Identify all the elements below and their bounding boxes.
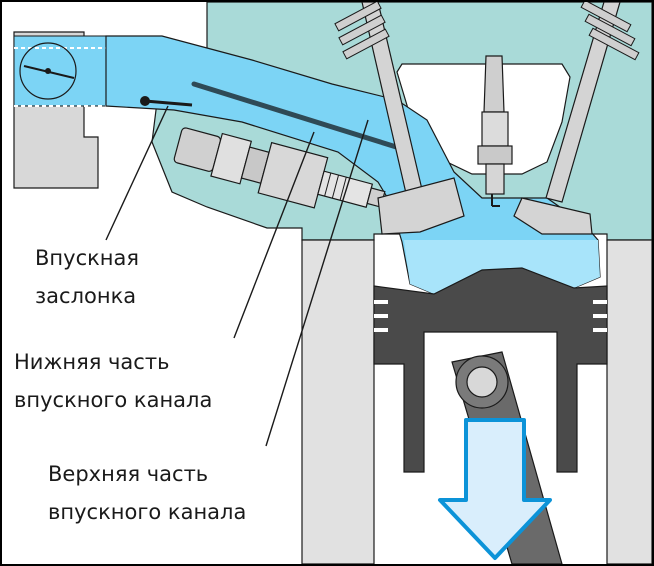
label-lower-port-line2: впускного канала <box>14 388 213 412</box>
leader-lower-port <box>233 131 315 339</box>
port-divider-plate <box>191 81 409 153</box>
tumble-flap-icon <box>144 99 193 107</box>
cylinder-wall-left <box>301 239 375 564</box>
spark-plug <box>477 55 513 207</box>
label-throttle-line2: заслонка <box>35 284 137 308</box>
piston <box>373 267 608 473</box>
cylinder-wall-right <box>606 239 652 564</box>
throttle-plate-circle <box>19 42 77 100</box>
piston-motion-arrow-icon <box>438 418 552 560</box>
label-upper-port-line2: впускного канала <box>48 500 247 524</box>
combustion-chamber-charge <box>404 240 600 294</box>
fuel-injector <box>173 127 386 209</box>
label-lower-port-line1: Нижняя часть <box>14 350 170 374</box>
leader-throttle <box>105 105 169 241</box>
exhaust-valve <box>513 2 640 235</box>
intake-valve <box>334 2 465 235</box>
label-throttle-line1: Впускная <box>35 246 140 270</box>
leader-upper-port <box>265 119 369 447</box>
label-upper-port-line1: Верхняя часть <box>48 462 209 486</box>
